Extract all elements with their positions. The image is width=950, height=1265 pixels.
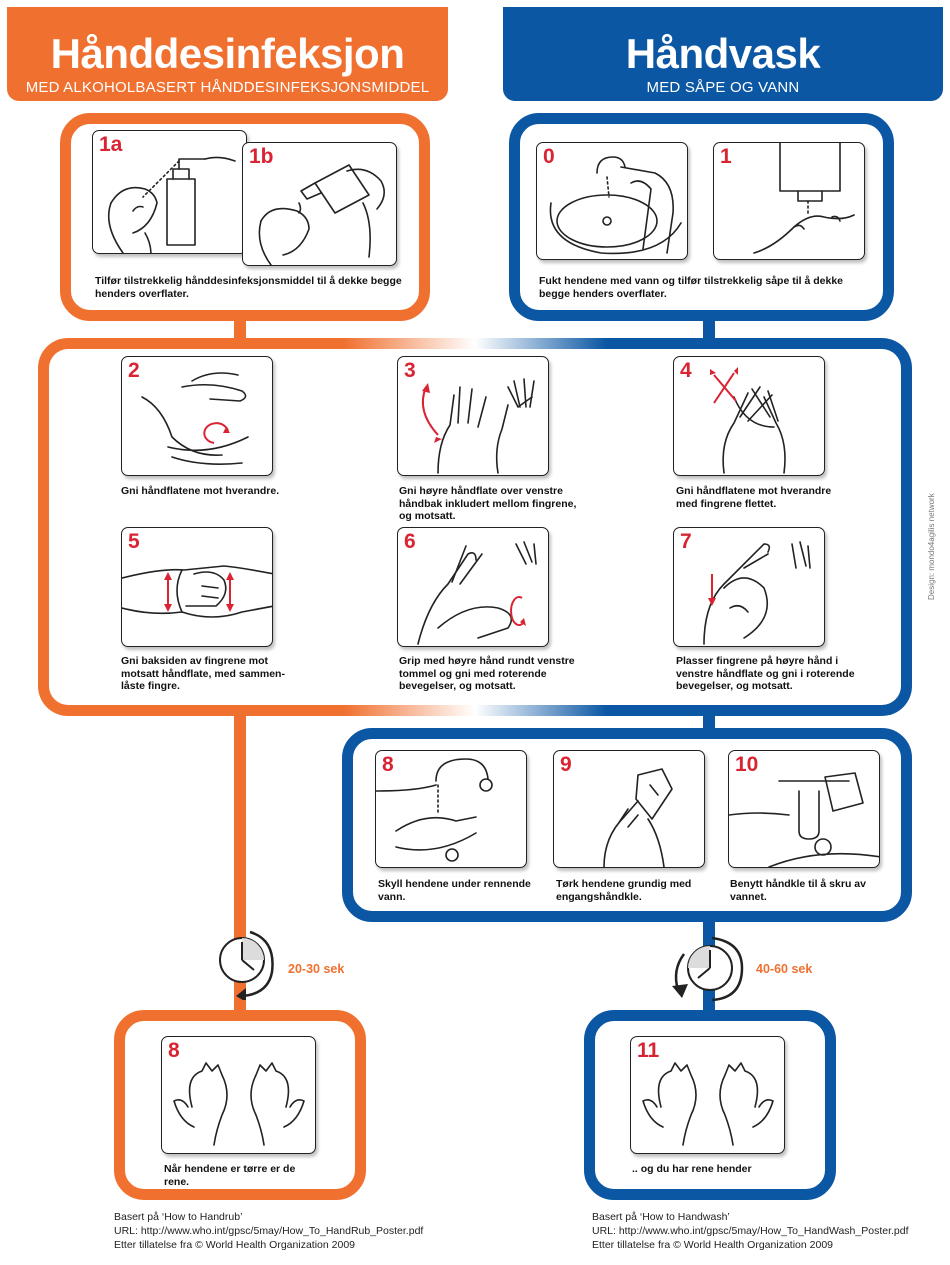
step-11-caption: .. og du har rene hender <box>632 1163 752 1175</box>
step-8-rub-caption: Når hendene er tørre er de rene. <box>164 1163 296 1188</box>
handrub-title: Hånddesinfeksjon <box>50 30 405 77</box>
wash-apply-caption: Fukt hendene med vann og tilfør tilstrek… <box>539 275 843 300</box>
step-0-card: 0 <box>536 142 688 260</box>
step-number: 8 <box>382 753 394 776</box>
step-1b-card: 1b <box>242 142 397 266</box>
step-3-caption: Gni høyre håndflate over venstre håndbak… <box>399 485 577 522</box>
towel-turn-off-tap-icon <box>729 772 879 867</box>
handrub-subtitle: MED ALKOHOLBASERT HÅNDDESINFEKSJONSMIDDE… <box>25 79 430 96</box>
step-11-card: 11 <box>630 1036 785 1154</box>
thumb-rotation-icon <box>417 541 537 645</box>
step-6-card: 6 <box>397 527 549 647</box>
rub-apply-caption: Tilfør tilstrekkelig hånddesinfeksjonsmi… <box>95 275 402 300</box>
wash-timer-label: 40-60 sek <box>756 962 813 976</box>
handwash-subtitle: MED SÅPE OG VANN <box>646 79 800 96</box>
step-7-caption: Plasser fingrene på høyre hånd i venstre… <box>676 655 855 692</box>
rub-reference: Basert på ‘How to Handrub’ URL: http://w… <box>114 1210 454 1252</box>
wash-timer <box>668 930 748 1008</box>
step-number: 8 <box>168 1039 180 1062</box>
rub-reference-line1: Basert på ‘How to Handrub’ <box>114 1211 243 1223</box>
rinse-under-tap-icon <box>376 758 493 862</box>
step-10-caption: Benytt håndkle til å skru av vannet. <box>730 878 866 903</box>
wash-reference: Basert på ‘How to Handwash’ URL: http://… <box>592 1210 932 1252</box>
step-number: 7 <box>680 530 692 553</box>
dry-towel-icon <box>603 768 673 867</box>
palm-to-palm-icon <box>141 372 249 465</box>
step-number: 1 <box>720 145 732 168</box>
rub-reference-copyright: Etter tillatelse fra © World Health Orga… <box>114 1239 355 1251</box>
wash-reference-url: URL: http://www.who.int/gpsc/5may/How_To… <box>592 1225 909 1237</box>
step-number: 11 <box>637 1039 660 1062</box>
clock-timer-icon <box>672 936 744 1002</box>
step-number: 5 <box>128 530 140 553</box>
wash-reference-copyright: Etter tillatelse fra © World Health Orga… <box>592 1239 833 1251</box>
step-1a-card: 1a <box>92 130 247 254</box>
fingertips-palm-icon <box>703 541 811 645</box>
step-9-caption: Tørk hendene grundig med engangshåndkle. <box>556 878 692 903</box>
design-credit: Design: mondo4agilis network <box>927 493 936 600</box>
step-8-wash-caption: Skyll hendene under rennende vann. <box>378 878 531 903</box>
step-2-caption: Gni håndflatene mot hverandre. <box>121 485 280 497</box>
rub-reference-url: URL: http://www.who.int/gpsc/5may/How_To… <box>114 1225 424 1237</box>
step-9-card: 9 <box>553 750 705 868</box>
wash-reference-line1: Basert på ‘How to Handwash’ <box>592 1211 730 1223</box>
clean-hands-icon <box>642 1062 774 1146</box>
step-number: 4 <box>680 359 692 382</box>
step-number: 1b <box>249 145 274 168</box>
step-8-wash-card: 8 <box>375 750 527 868</box>
rub-timer-label: 20-30 sek <box>288 962 345 976</box>
step-2-card: 2 <box>121 356 273 476</box>
bottle-squeeze-hands-icon <box>258 164 385 265</box>
handwash-header: Håndvask MED SÅPE OG VANN <box>503 7 943 101</box>
palm-over-dorsum-icon <box>422 378 535 474</box>
step-4-card: 4 <box>673 356 825 476</box>
step-number: 3 <box>404 359 416 382</box>
clock-timer-icon <box>219 930 274 1002</box>
step-number: 10 <box>735 753 759 776</box>
step-number: 1a <box>99 133 123 156</box>
pump-dispenser-hands-icon <box>107 156 236 253</box>
step-7-card: 7 <box>673 527 825 647</box>
step-1-card: 1 <box>713 142 865 260</box>
backs-of-fingers-icon <box>122 565 272 618</box>
sink-wet-hands-icon <box>549 156 682 255</box>
step-5-caption: Gni baksiden av fingrene mot motsatt hån… <box>121 655 285 692</box>
step-6-caption: Grip med høyre hånd rundt venstre tommel… <box>399 655 575 692</box>
step-3-card: 3 <box>397 356 549 476</box>
fingers-interlaced-icon <box>710 367 786 474</box>
step-number: 9 <box>560 753 572 776</box>
handwash-title: Håndvask <box>625 30 821 77</box>
dry-hands-icon <box>173 1062 305 1146</box>
step-5-card: 5 <box>121 527 273 647</box>
rub-timer <box>214 922 280 1002</box>
step-number: 2 <box>128 359 140 382</box>
soap-dispenser-hand-icon <box>753 143 855 254</box>
step-4-caption: Gni håndflatene mot hverandre med fingre… <box>676 485 832 510</box>
step-8-rub-card: 8 <box>161 1036 316 1154</box>
step-number: 0 <box>543 145 555 168</box>
step-10-card: 10 <box>728 750 880 868</box>
handrub-header: Hånddesinfeksjon MED ALKOHOLBASERT HÅNDD… <box>7 7 448 101</box>
step-number: 6 <box>404 530 416 553</box>
